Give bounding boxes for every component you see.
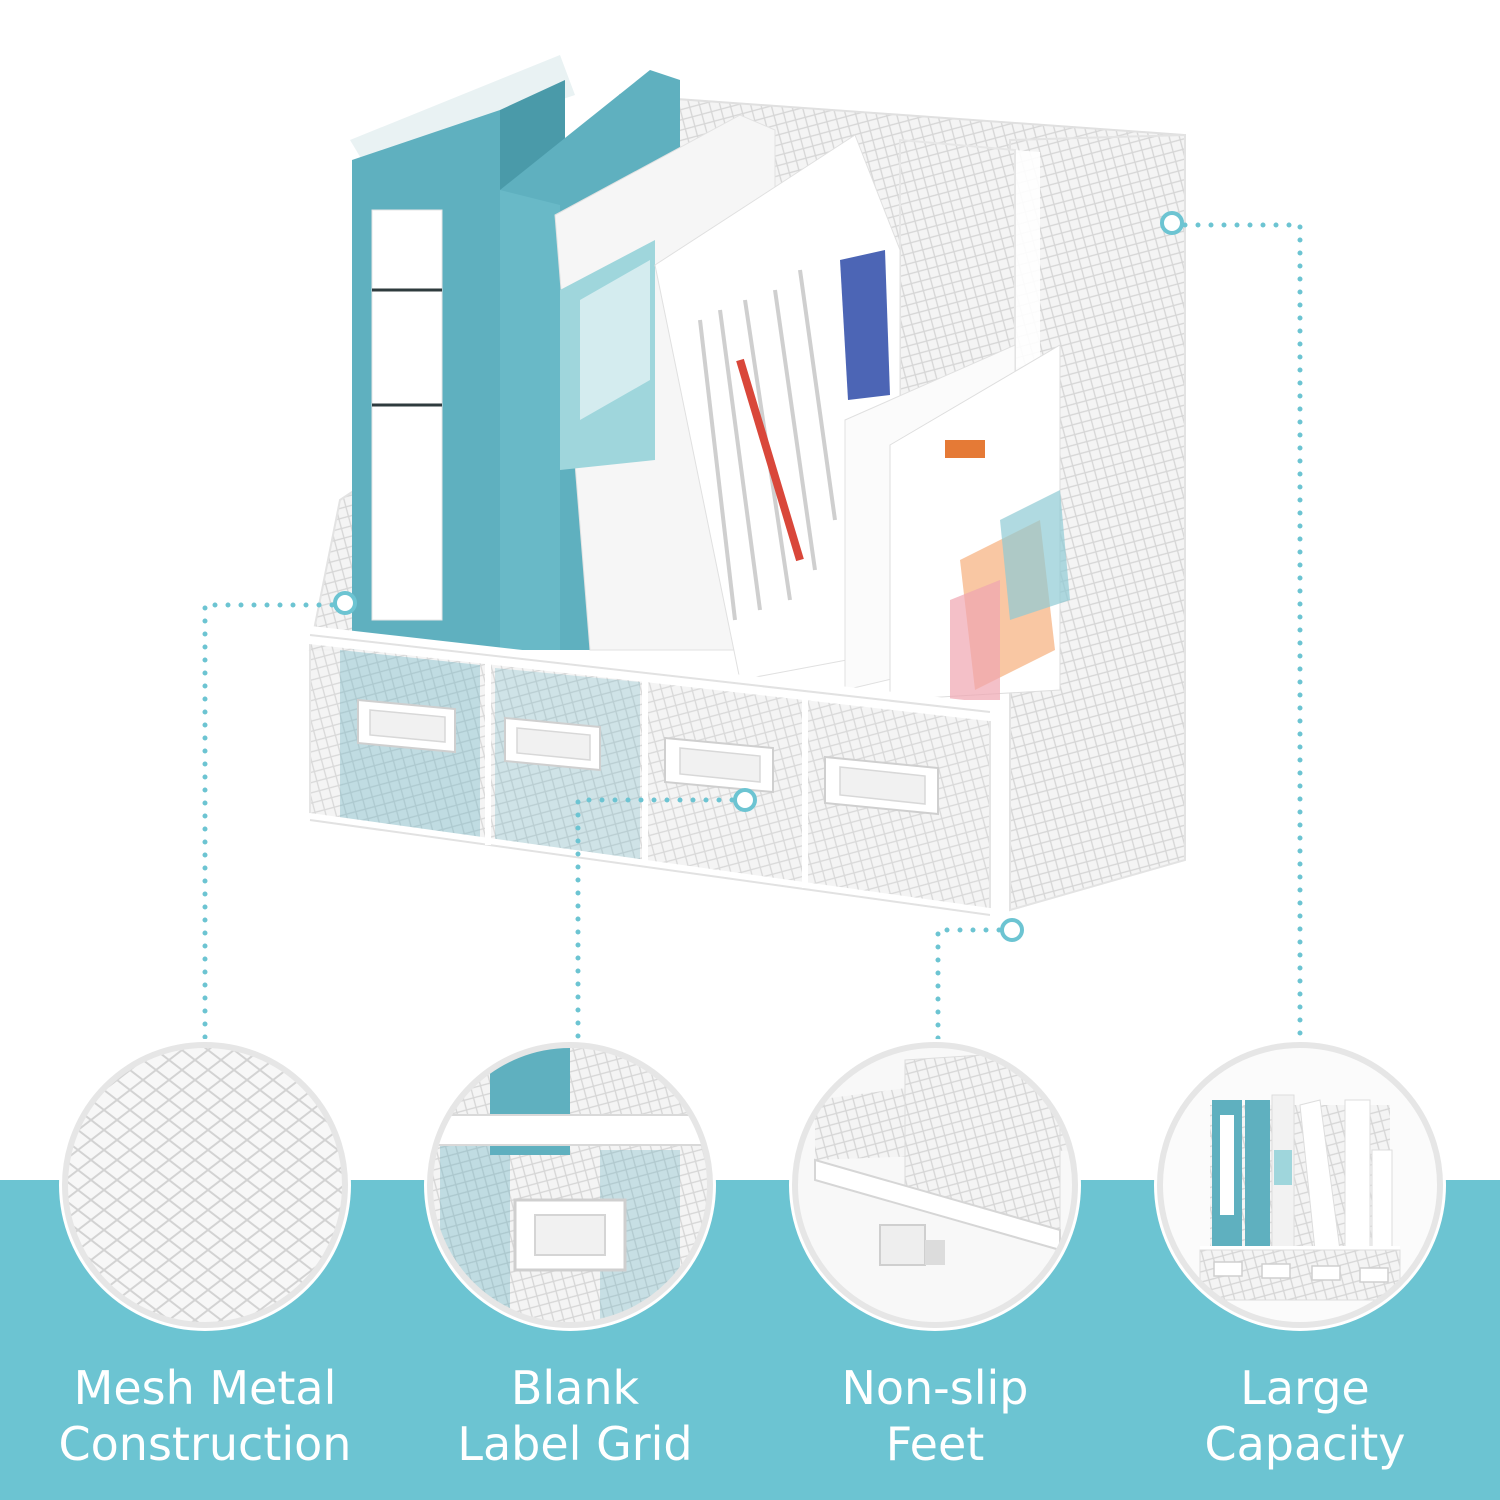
feature-label-label-grid: Blank Label Grid xyxy=(405,1360,745,1472)
feature-label-feet-line1: Non-slip xyxy=(841,1361,1029,1415)
feature-label-mesh-line2: Construction xyxy=(58,1417,352,1471)
mesh-closeup-icon xyxy=(59,1039,351,1331)
feature-label-capacity-line1: Large xyxy=(1240,1361,1370,1415)
feature-label-feet: Non-slip Feet xyxy=(765,1360,1105,1472)
non-slip-feet-closeup-icon xyxy=(789,1039,1081,1331)
label-grid-closeup-icon xyxy=(424,1039,716,1331)
connector-dots xyxy=(333,211,1184,942)
connector-lines xyxy=(202,222,1303,1058)
feature-label-capacity: Large Capacity xyxy=(1135,1360,1475,1472)
feature-label-capacity-line2: Capacity xyxy=(1204,1417,1406,1471)
feature-label-mesh: Mesh Metal Construction xyxy=(35,1360,375,1472)
magazine xyxy=(654,134,901,681)
feature-label-label-grid-line1: Blank xyxy=(510,1361,640,1415)
white-books xyxy=(844,344,1070,701)
desk-file-organizer xyxy=(301,55,1186,922)
feature-label-mesh-line1: Mesh Metal xyxy=(73,1361,337,1415)
large-capacity-closeup-icon xyxy=(1154,1039,1446,1331)
feature-label-feet-line2: Feet xyxy=(885,1417,985,1471)
feature-label-label-grid-line2: Label Grid xyxy=(457,1417,693,1471)
